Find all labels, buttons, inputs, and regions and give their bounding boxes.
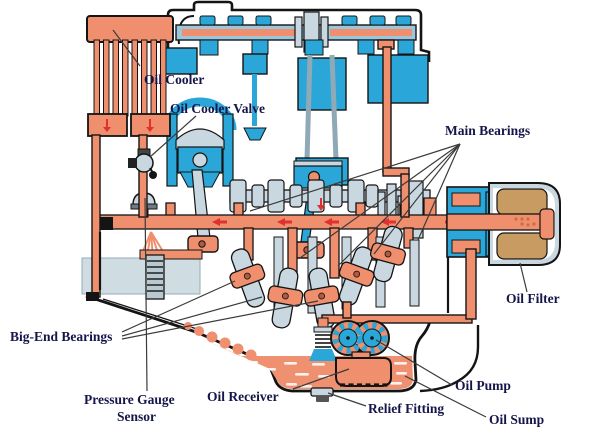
label-oil-pump: Oil Pump (455, 378, 511, 393)
relief-fitting-graphic (310, 387, 334, 402)
pump-drive-gear-graphic (81, 249, 203, 300)
leader-oil-receiver (292, 368, 350, 390)
leader-lines (112, 29, 528, 418)
crankshaft-graphic (229, 179, 437, 239)
label-relief-fitting: Relief Fitting (368, 401, 444, 416)
rocker-nuts (199, 15, 412, 26)
leader-relief-fitting (327, 392, 367, 407)
cooler-return-pipe (91, 134, 101, 298)
label-big-end-bearings: Big-End Bearings (10, 329, 112, 344)
rocker-shaft-graphic (175, 11, 417, 56)
leader-pressure-gauge-sensor (144, 197, 148, 392)
oil-receiver-graphic (335, 357, 392, 387)
leader-main-bearings (249, 143, 461, 267)
leader-oil-pump (375, 339, 453, 386)
relief-valve-graphic (309, 317, 337, 361)
label-oil-filter: Oil Filter (506, 291, 560, 306)
cooler-flow-arrows (103, 119, 154, 132)
rocker-stands (199, 39, 415, 56)
oil-cooler-valve-graphic (128, 148, 157, 179)
label-pressure-gauge-line1: Pressure Gauge (84, 392, 175, 407)
label-pressure-gauge-line2: Sensor (117, 409, 156, 424)
labels: Oil Cooler Oil Cooler Valve Main Bearing… (10, 72, 560, 427)
oil-filter-graphic (446, 182, 561, 266)
label-oil-cooler-valve: Oil Cooler Valve (170, 101, 265, 116)
leader-oil-sump (404, 375, 487, 418)
leader-oil-cooler-valve (149, 115, 197, 158)
oil-pump-graphic (330, 320, 390, 361)
label-oil-receiver: Oil Receiver (207, 389, 279, 404)
coolant-jackets (162, 47, 429, 111)
crank-rotation-arrow (317, 198, 325, 211)
leader-oil-filter (519, 262, 528, 293)
head-feed-pipe (377, 39, 410, 218)
label-main-bearings: Main Bearings (445, 123, 530, 138)
leader-oil-cooler (112, 29, 141, 67)
big-end-bearing-clusters (229, 225, 407, 329)
leader-big-end-bearings (121, 280, 319, 340)
oil-cooler-graphic (86, 15, 174, 298)
label-oil-sump: Oil Sump (489, 412, 544, 427)
label-oil-cooler: Oil Cooler (144, 72, 204, 87)
